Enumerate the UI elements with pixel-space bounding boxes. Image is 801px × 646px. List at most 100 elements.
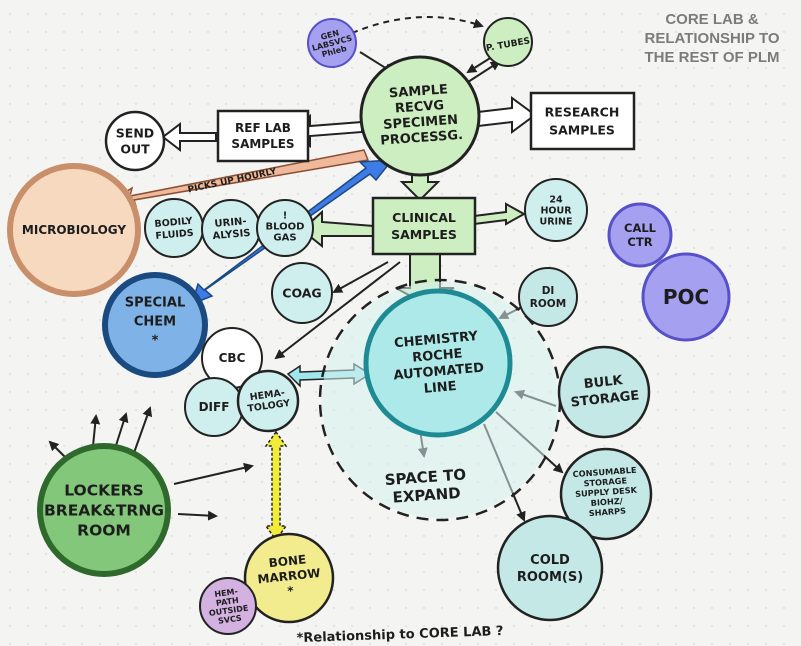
- coag-label: COAG: [282, 285, 321, 300]
- lockers-arrows: [48, 406, 254, 521]
- hem-path-line: SVCS: [218, 614, 243, 626]
- lockers-line: BREAK&TRNG: [44, 501, 164, 519]
- ref-lab-line: REF LAB: [235, 121, 291, 135]
- poc-label: POC: [663, 285, 709, 309]
- chemistry-line: ROCHE: [412, 346, 463, 365]
- consumable-node[interactable]: [559, 447, 653, 541]
- title-line-3: THE REST OF PLM: [644, 49, 780, 66]
- arrow-sample-ptubes: [467, 60, 501, 83]
- research-line: SAMPLES: [549, 122, 615, 137]
- research-label: RESEARCH SAMPLES: [545, 104, 620, 137]
- bone-marrow-node[interactable]: [243, 532, 335, 624]
- cbc-line: CBC: [219, 351, 246, 365]
- call-ctr-line: CALL: [624, 221, 657, 235]
- arrow-sample-research: [477, 96, 537, 134]
- gen-lab-node[interactable]: [307, 18, 357, 68]
- special-chem-line: *: [152, 334, 159, 349]
- space-line: EXPAND: [392, 484, 461, 507]
- bulk-label: BULKSTORAGE: [568, 372, 640, 411]
- bulk-line: BULK: [583, 373, 624, 392]
- sample-recvg-label: SAMPLERECVGSPECIMENPROCESSG.: [377, 81, 464, 148]
- call-ctr-line: CTR: [627, 235, 652, 249]
- research-line: RESEARCH: [545, 104, 620, 119]
- urine-24-line: HOUR: [540, 205, 572, 216]
- poc-node[interactable]: [641, 252, 731, 342]
- cold-label: COLD ROOM(S): [517, 553, 583, 585]
- urine-24-node[interactable]: [524, 178, 588, 242]
- urine-24-line: 24: [549, 194, 563, 205]
- microbiology-label: MICROBIOLOGY: [22, 223, 126, 237]
- sample-recvg-line: SPECIMEN: [383, 113, 459, 133]
- bodily-fluids-line: BODILY: [154, 216, 193, 230]
- ref-lab-line: SAMPLES: [231, 137, 294, 151]
- di-room-line: DI: [542, 285, 555, 297]
- clinical-samples-node[interactable]: [371, 196, 477, 256]
- bone-line: MARROW: [257, 566, 321, 587]
- p-tubes-node[interactable]: [483, 17, 533, 67]
- bulk-storage-node[interactable]: [557, 345, 651, 439]
- clinical-line: CLINICAL: [392, 210, 456, 225]
- lockers-node[interactable]: [37, 443, 171, 577]
- send-out-node[interactable]: [104, 110, 166, 172]
- arrow-hematology-bonemarrow: [264, 430, 288, 542]
- picks-up-label: PICKS UP HOURLY: [187, 167, 278, 196]
- consumable-line: SHARPS: [588, 506, 626, 519]
- cbc-label: CBC: [219, 351, 246, 365]
- space-line: SPACE TO: [384, 465, 467, 489]
- diff-line: DIFF: [199, 400, 230, 414]
- bone-line: BONE: [268, 552, 307, 570]
- arrow-clinical-coag: [332, 261, 389, 293]
- bulk-line: STORAGE: [570, 388, 640, 410]
- bodily-fluids-line: FLUIDS: [155, 228, 194, 242]
- sample-recvg-line: PROCESSG.: [380, 128, 464, 149]
- chemistry-line: LINE: [423, 379, 457, 397]
- special-chem-line: CHEM: [134, 315, 176, 330]
- blood-gas-node[interactable]: [256, 199, 314, 257]
- hematology-node[interactable]: [236, 369, 300, 433]
- research-node[interactable]: [529, 91, 636, 151]
- hem-path-line: PATH: [215, 596, 239, 608]
- microbiology-node[interactable]: [7, 163, 141, 297]
- urinalysis-label: URIN-ALYSIS: [211, 216, 251, 242]
- consumable-line: SUPPLY DESK: [575, 485, 638, 499]
- title-line-1: CORE LAB &: [665, 11, 759, 28]
- call-ctr-node[interactable]: [607, 202, 673, 268]
- sample-recvg-node[interactable]: [359, 55, 481, 177]
- ref-lab-label: REF LAB SAMPLES: [231, 121, 294, 151]
- microbiology-line: MICROBIOLOGY: [22, 223, 126, 237]
- bone-label: BONEMARROW*: [255, 551, 322, 601]
- send-out-line: SEND: [116, 125, 154, 140]
- special-chem-node[interactable]: [102, 272, 208, 378]
- chemistry-line: CHEMISTRY: [393, 329, 479, 351]
- chemistry-node[interactable]: [363, 288, 513, 438]
- cold-line: ROOM(S): [517, 570, 583, 585]
- space-label: SPACE TOEXPAND: [384, 465, 468, 507]
- cold-line: COLD: [530, 553, 570, 568]
- bodily-fluids-label: BODILYFLUIDS: [154, 216, 194, 242]
- dashed-arc-genlab-ptubes: [351, 16, 484, 34]
- poc-line: POC: [663, 285, 709, 309]
- arrow-clinical-hematology: [274, 261, 401, 360]
- di-room-node[interactable]: [518, 267, 578, 327]
- ref-lab-node[interactable]: [216, 109, 310, 163]
- sample-recvg-line: RECVG: [394, 98, 444, 116]
- hem-path-node[interactable]: [199, 577, 257, 635]
- cold-room-node[interactable]: [496, 514, 604, 622]
- special-chem-line: SPECIAL: [125, 296, 186, 311]
- urinalysis-line: ALYSIS: [212, 228, 251, 242]
- coag-node[interactable]: [271, 262, 333, 324]
- arrow-clinical-urine: [473, 202, 527, 226]
- title-line-2: RELATIONSHIP TO: [644, 30, 780, 47]
- coag-line: COAG: [282, 285, 321, 300]
- urinalysis-line: URIN-: [214, 216, 247, 230]
- lockers-line: ROOM: [77, 521, 131, 539]
